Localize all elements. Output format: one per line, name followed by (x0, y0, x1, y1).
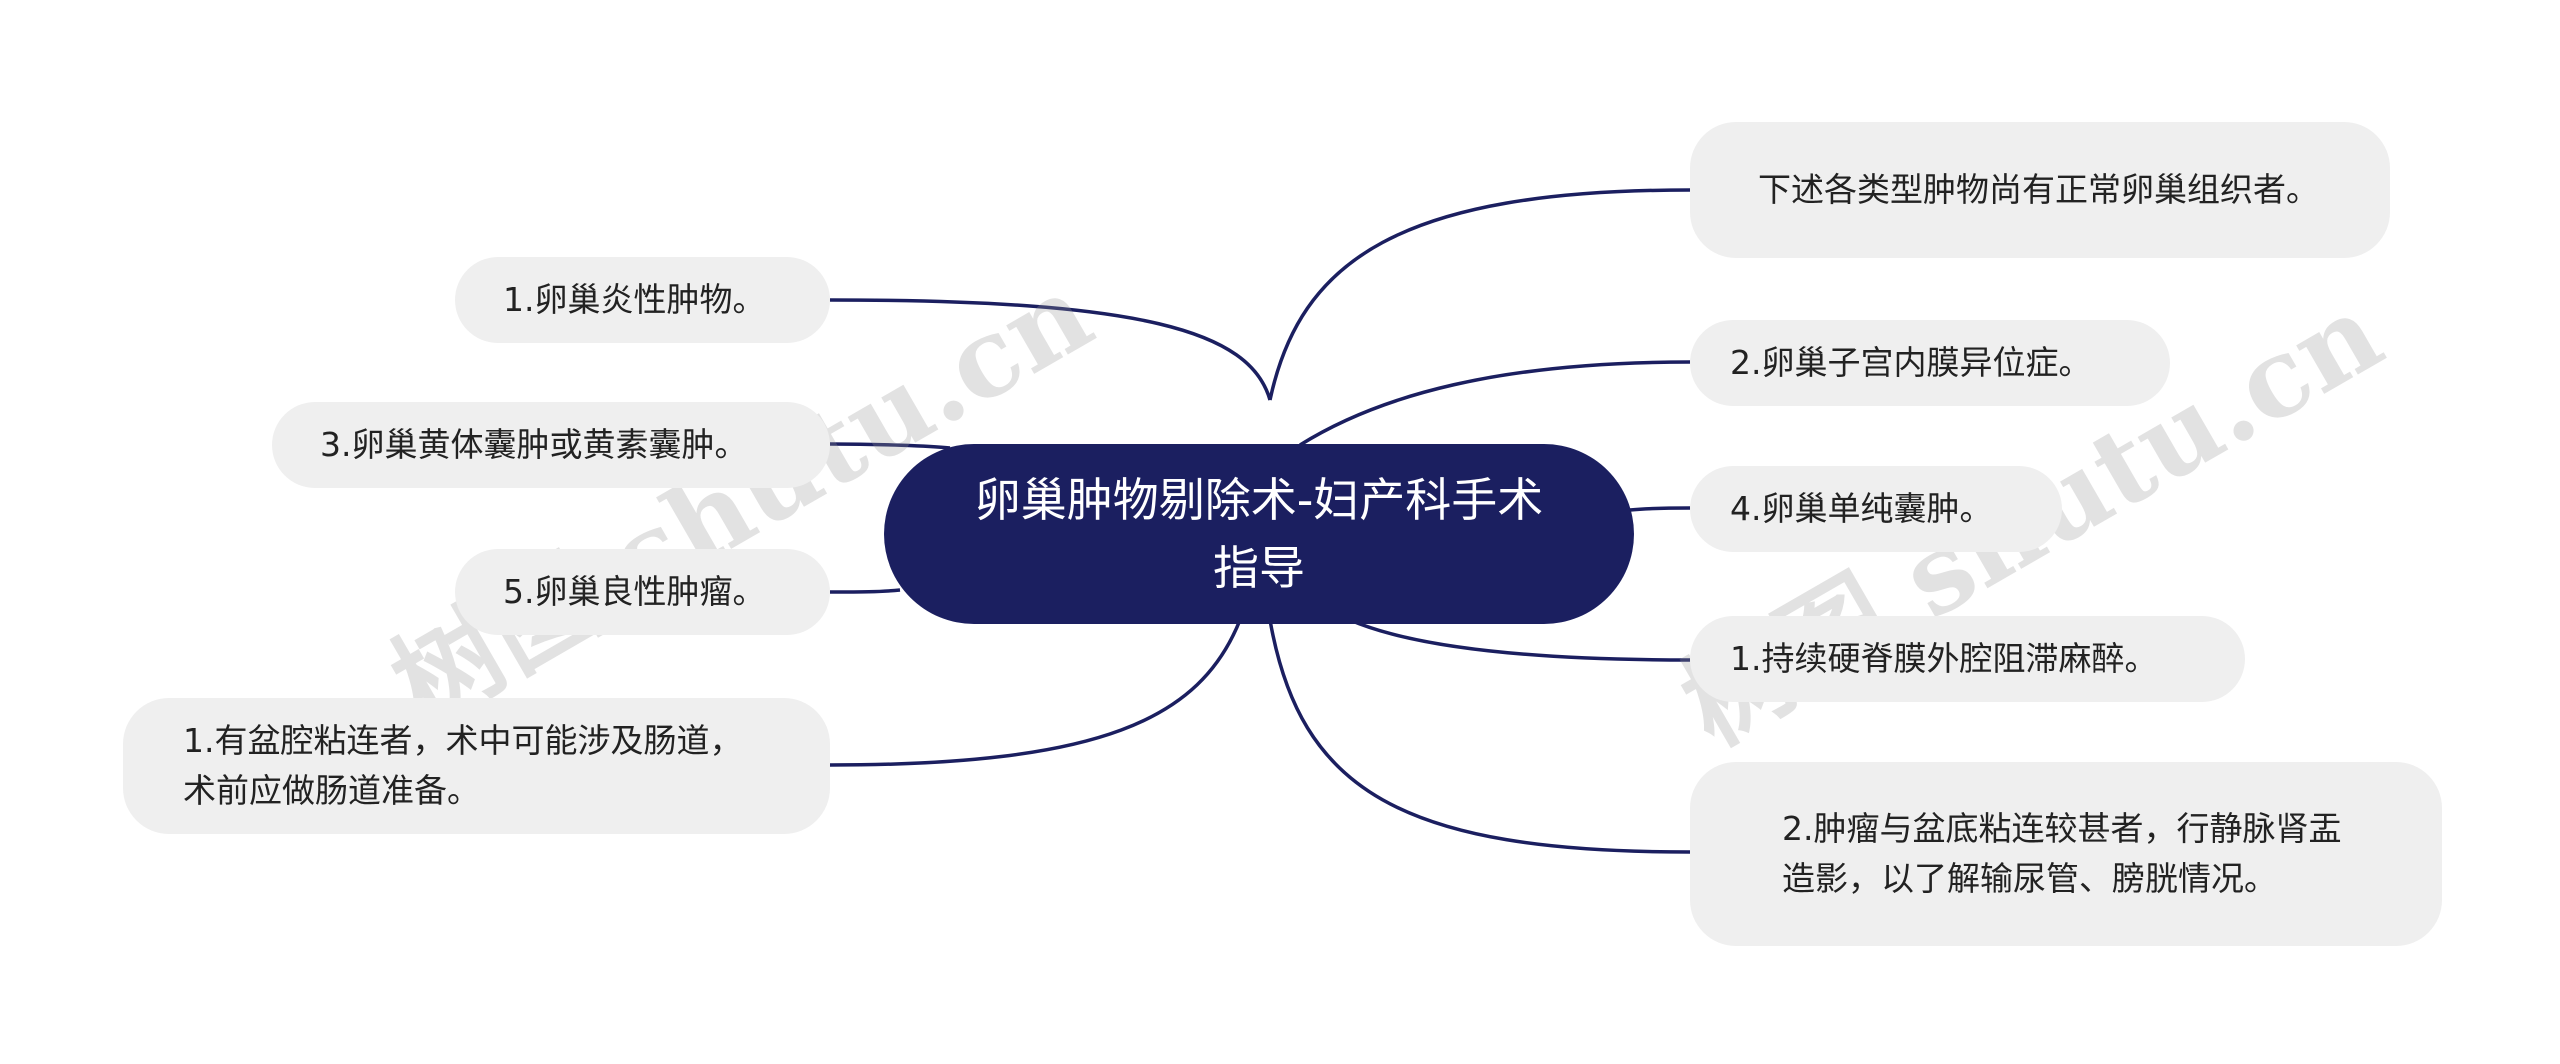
left-node-2[interactable]: 3.卵巢黄体囊肿或黄素囊肿。 (272, 402, 830, 488)
right-node-3[interactable]: 4.卵巢单纯囊肿。 (1690, 466, 2062, 552)
right-node-2[interactable]: 2.卵巢子宫内膜异位症。 (1690, 320, 2170, 406)
node-label: 2.肿瘤与盆底粘连较甚者，行静脉肾盂造影，以了解输尿管、膀胱情况。 (1782, 809, 2342, 898)
connector-line (1629, 506, 1691, 512)
node-label: 下述各类型肿物尚有正常卵巢组织者。 (1758, 170, 2319, 209)
connector-line (829, 442, 951, 450)
central-topic[interactable]: 卵巢肿物剔除术-妇产科手术指导 (884, 444, 1634, 624)
left-node-4[interactable]: 1.有盆腔粘连者，术中可能涉及肠道，术前应做肠道准备。 (123, 698, 830, 834)
connector-line (829, 588, 901, 594)
connector-line (1268, 188, 1691, 401)
node-label: 1.持续硬脊膜外腔阻滞麻醉。 (1730, 639, 2158, 678)
right-node-4[interactable]: 1.持续硬脊膜外腔阻滞麻醉。 (1690, 616, 2245, 702)
node-label: 3.卵巢黄体囊肿或黄素囊肿。 (320, 425, 748, 464)
node-label: 2.卵巢子宫内膜异位症。 (1730, 343, 2092, 382)
connector-line (829, 298, 1272, 401)
central-topic-label: 卵巢肿物剔除术-妇产科手术指导 (974, 473, 1544, 595)
left-node-1[interactable]: 1.卵巢炎性肿物。 (455, 257, 830, 343)
left-node-3[interactable]: 5.卵巢良性肿瘤。 (455, 549, 830, 635)
node-label: 4.卵巢单纯囊肿。 (1730, 489, 1993, 528)
connector-line (829, 619, 1242, 767)
right-node-5[interactable]: 2.肿瘤与盆底粘连较甚者，行静脉肾盂造影，以了解输尿管、膀胱情况。 (1690, 762, 2442, 946)
node-label: 1.有盆腔粘连者，术中可能涉及肠道，术前应做肠道准备。 (183, 721, 743, 810)
connector-line (1349, 618, 1691, 662)
right-node-1[interactable]: 下述各类型肿物尚有正常卵巢组织者。 (1690, 122, 2390, 258)
node-label: 1.卵巢炎性肿物。 (503, 280, 766, 319)
node-label: 5.卵巢良性肿瘤。 (503, 572, 766, 611)
connector-line (1268, 619, 1691, 854)
connector-line (1299, 360, 1691, 447)
